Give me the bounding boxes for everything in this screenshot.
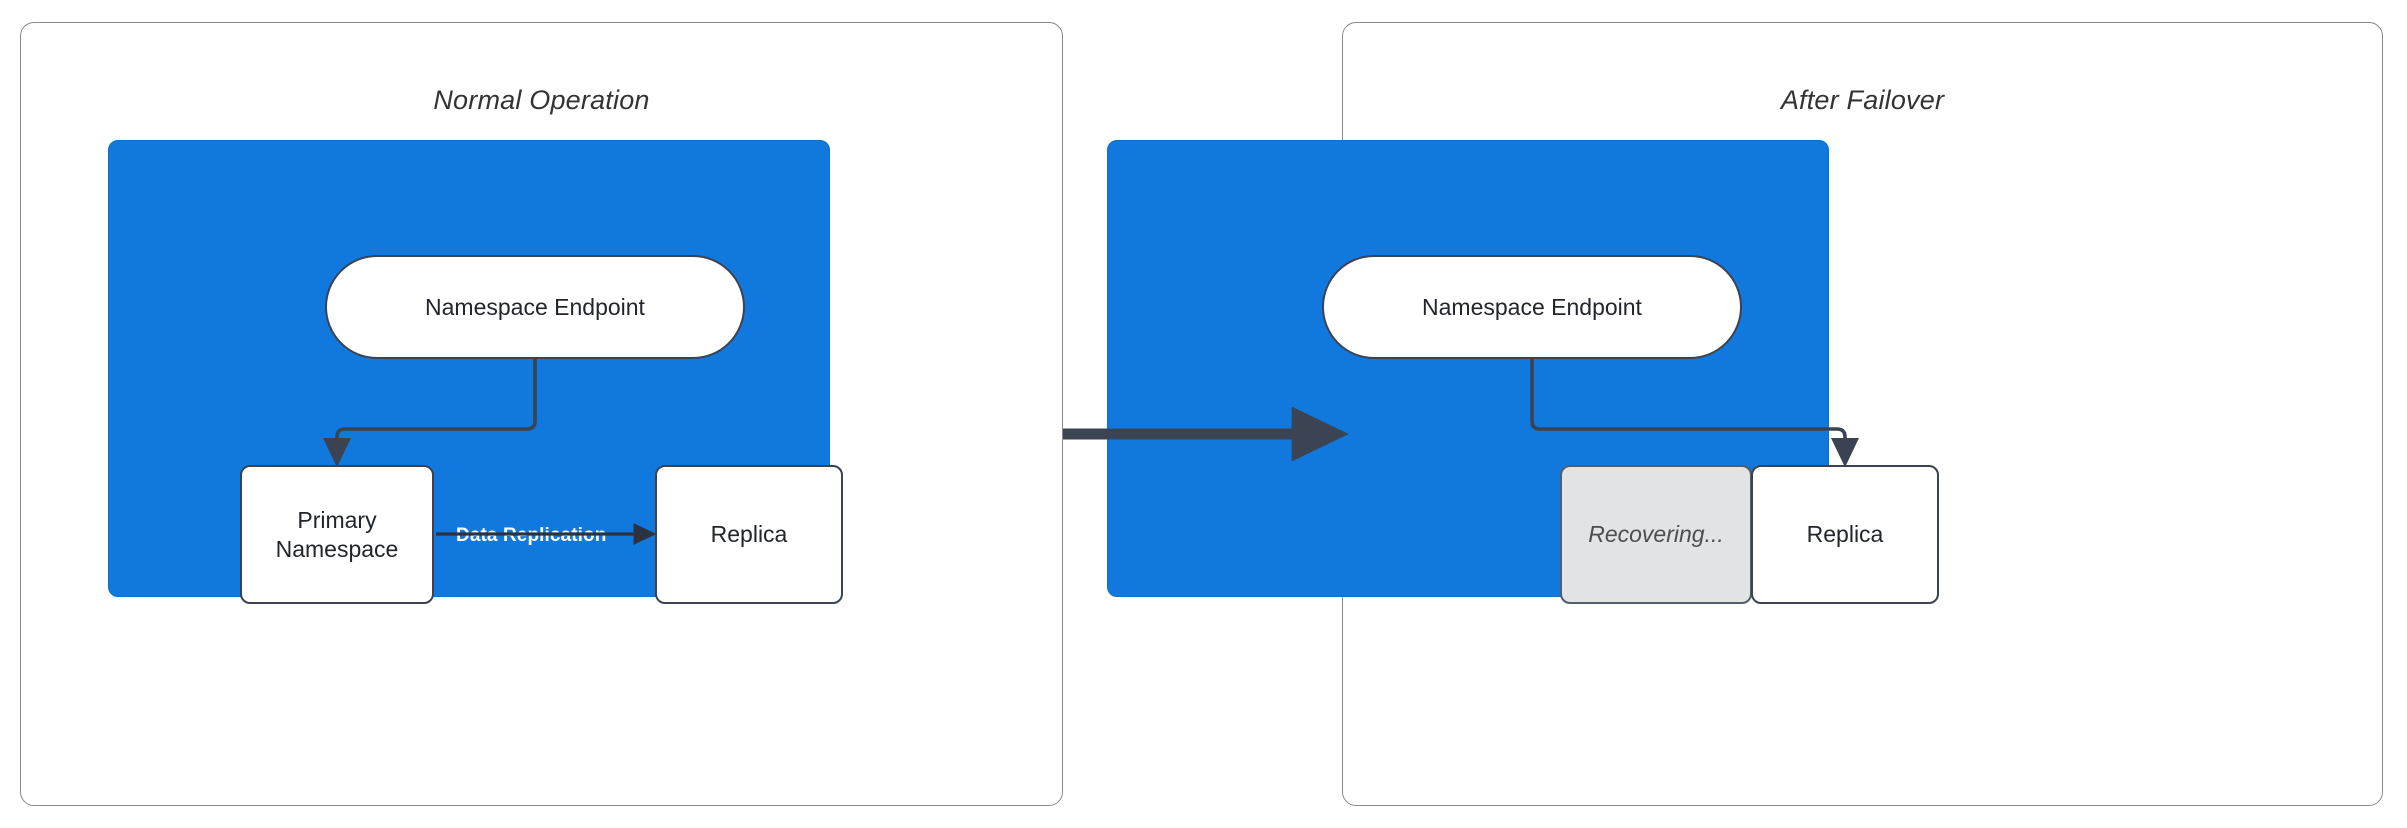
node-label-line1: Primary xyxy=(297,507,377,534)
node-label: Recovering... xyxy=(1588,521,1724,548)
node-label: Namespace Endpoint xyxy=(425,293,645,320)
node-namespace-endpoint-left[interactable]: Namespace Endpoint xyxy=(325,255,745,359)
node-primary-namespace[interactable]: Primary Namespace xyxy=(240,465,434,604)
node-replica-left[interactable]: Replica xyxy=(655,465,843,604)
node-label: Primary Namespace xyxy=(276,506,399,562)
node-label: Namespace Endpoint xyxy=(1422,293,1642,320)
edge-label-data-replication: Data Replication xyxy=(456,525,607,546)
node-label: Replica xyxy=(710,521,788,548)
panel-title-normal-operation: Normal Operation xyxy=(433,85,650,115)
node-label: Replica xyxy=(1806,521,1884,548)
node-recovering[interactable]: Recovering... xyxy=(1560,465,1752,604)
panel-title-after-failover: After Failover xyxy=(1780,85,1945,115)
node-label-line2: Namespace xyxy=(275,535,399,562)
node-replica-right[interactable]: Replica xyxy=(1751,465,1939,604)
node-namespace-endpoint-right[interactable]: Namespace Endpoint xyxy=(1322,255,1742,359)
